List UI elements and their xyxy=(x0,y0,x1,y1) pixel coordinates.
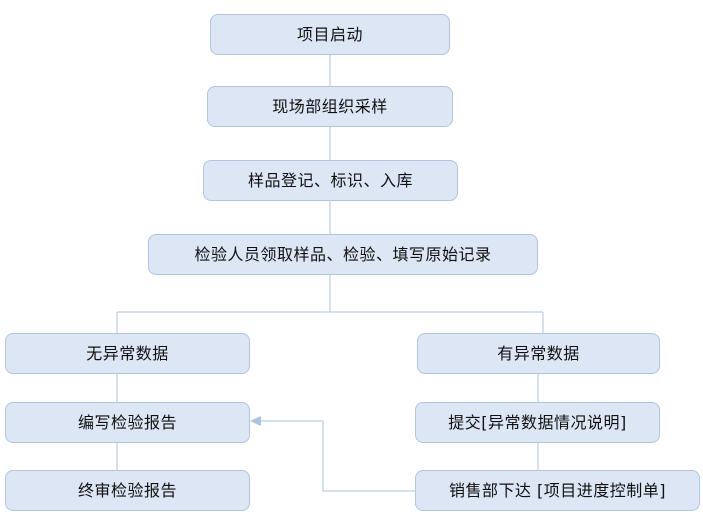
node-normal-data-label: 无异常数据 xyxy=(86,343,169,363)
node-sampling-label: 现场部组织采样 xyxy=(272,96,388,116)
node-register[interactable]: 样品登记、标识、入库 xyxy=(203,160,458,201)
node-register-label: 样品登记、标识、入库 xyxy=(247,170,413,190)
connector-saleorder-to-writereport xyxy=(256,420,415,492)
arrowhead-to-writereport xyxy=(250,416,261,426)
node-final-report[interactable]: 终审检验报告 xyxy=(5,470,250,511)
node-start-label: 项目启动 xyxy=(296,24,363,44)
node-final-report-label: 终审检验报告 xyxy=(77,480,177,500)
node-inspect-label: 检验人员领取样品、检验、填写原始记录 xyxy=(194,244,492,264)
node-normal-data[interactable]: 无异常数据 xyxy=(5,333,250,374)
node-submit-explanation[interactable]: 提交[异常数据情况说明] xyxy=(415,402,660,443)
node-inspect[interactable]: 检验人员领取样品、检验、填写原始记录 xyxy=(148,234,538,275)
node-start[interactable]: 项目启动 xyxy=(210,14,450,55)
node-write-report-label: 编写检验报告 xyxy=(77,412,177,432)
node-abnormal-data-label: 有异常数据 xyxy=(497,343,580,363)
node-sales-order-label: 销售部下达 [项目进度控制单] xyxy=(448,480,667,500)
node-submit-explanation-label: 提交[异常数据情况说明] xyxy=(448,412,627,432)
node-sales-order[interactable]: 销售部下达 [项目进度控制单] xyxy=(415,470,700,511)
node-sampling[interactable]: 现场部组织采样 xyxy=(207,86,453,127)
node-write-report[interactable]: 编写检验报告 xyxy=(5,402,250,443)
node-abnormal-data[interactable]: 有异常数据 xyxy=(417,333,660,374)
